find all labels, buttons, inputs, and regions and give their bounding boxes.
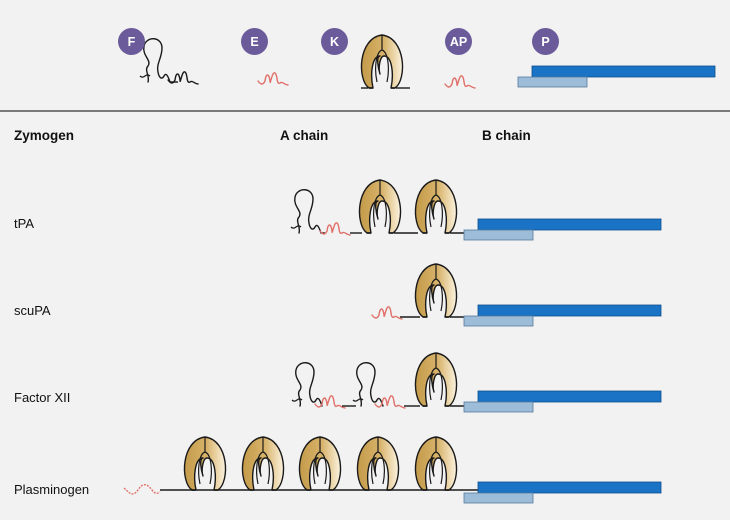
egf-squiggle	[257, 72, 289, 86]
egf-domain	[374, 395, 406, 409]
egf-domain	[257, 72, 289, 86]
kringle-inner-loop	[198, 437, 212, 485]
protease-domain	[517, 65, 716, 88]
kringle-inner-loop	[429, 353, 443, 401]
row-tpa	[290, 179, 662, 241]
fibronectin-domain	[139, 38, 171, 83]
kringle-domain	[414, 179, 458, 234]
protease-heavy-bar	[477, 481, 662, 494]
protease-light-bar	[463, 315, 534, 327]
protease-domain	[463, 390, 662, 413]
kringle-domain	[241, 436, 285, 491]
kringle-domain	[414, 352, 458, 407]
egf-squiggle	[319, 222, 351, 236]
row-plasminogen	[123, 436, 662, 504]
fibronectin-domain	[291, 362, 323, 407]
kringle-inner-loop	[371, 437, 385, 485]
protease-domain	[463, 304, 662, 327]
kringle-inner-loop	[373, 180, 387, 228]
egf-domain	[314, 395, 346, 409]
egf-domain	[444, 75, 476, 89]
kringle-inner-loop	[256, 437, 270, 485]
protease-heavy-bar	[477, 390, 662, 403]
legend-badge-E: E	[241, 28, 268, 55]
row-factor-xii	[291, 352, 662, 413]
egf-domain	[167, 71, 199, 85]
protease-light-bar	[517, 76, 588, 88]
fibronectin-domain	[290, 189, 322, 234]
kringle-domain	[414, 436, 458, 491]
egf-squiggle	[167, 71, 199, 85]
fibronectin-domain	[352, 362, 384, 407]
kringle-inner-loop	[429, 264, 443, 312]
kringle-domain	[356, 436, 400, 491]
kringle-domain	[360, 34, 404, 89]
kringle-inner-loop	[375, 35, 389, 83]
legend-row	[139, 34, 716, 89]
protease-domain	[463, 218, 662, 241]
fibronectin-loop	[294, 189, 322, 234]
ap-squiggle	[123, 484, 161, 495]
fibronectin-loop	[143, 38, 171, 83]
protease-light-bar	[463, 401, 534, 413]
protease-heavy-bar	[531, 65, 716, 78]
protease-heavy-bar	[477, 218, 662, 231]
zymogen-label-tpa: tPA	[14, 216, 34, 231]
kringle-inner-loop	[429, 437, 443, 485]
header-zymogen: Zymogen	[14, 128, 75, 143]
kringle-inner-loop	[429, 180, 443, 228]
fibronectin-loop	[295, 362, 323, 407]
ap-domain	[123, 484, 161, 495]
header-a-chain: A chain	[280, 128, 329, 143]
protease-heavy-bar	[477, 304, 662, 317]
header-b-chain: B chain	[482, 128, 531, 143]
zymogen-label-plasminogen: Plasminogen	[14, 482, 90, 497]
legend-badge-F: F	[118, 28, 145, 55]
egf-squiggle	[371, 306, 403, 320]
legend-badge-AP: AP	[445, 28, 472, 55]
protease-light-bar	[463, 229, 534, 241]
egf-domain	[319, 222, 351, 236]
protease-domain	[463, 481, 662, 504]
row-scupa	[371, 263, 662, 327]
kringle-domain	[183, 436, 227, 491]
kringle-domain	[414, 263, 458, 318]
kringle-inner-loop	[313, 437, 327, 485]
fibronectin-tail	[352, 398, 364, 402]
fibronectin-tail	[139, 74, 151, 78]
kringle-domain	[298, 436, 342, 491]
fibronectin-tail	[291, 398, 303, 402]
egf-squiggle	[314, 395, 346, 409]
zymogen-label-factor-xii: Factor XII	[14, 390, 71, 405]
egf-squiggle	[444, 75, 476, 89]
egf-squiggle	[374, 395, 406, 409]
legend-badge-K: K	[321, 28, 348, 55]
egf-domain	[371, 306, 403, 320]
fibronectin-tail	[290, 225, 302, 229]
kringle-domain	[358, 179, 402, 234]
zymogen-label-scupa: scuPA	[14, 303, 51, 318]
legend-badge-P: P	[532, 28, 559, 55]
fibronectin-loop	[356, 362, 384, 407]
protease-light-bar	[463, 492, 534, 504]
